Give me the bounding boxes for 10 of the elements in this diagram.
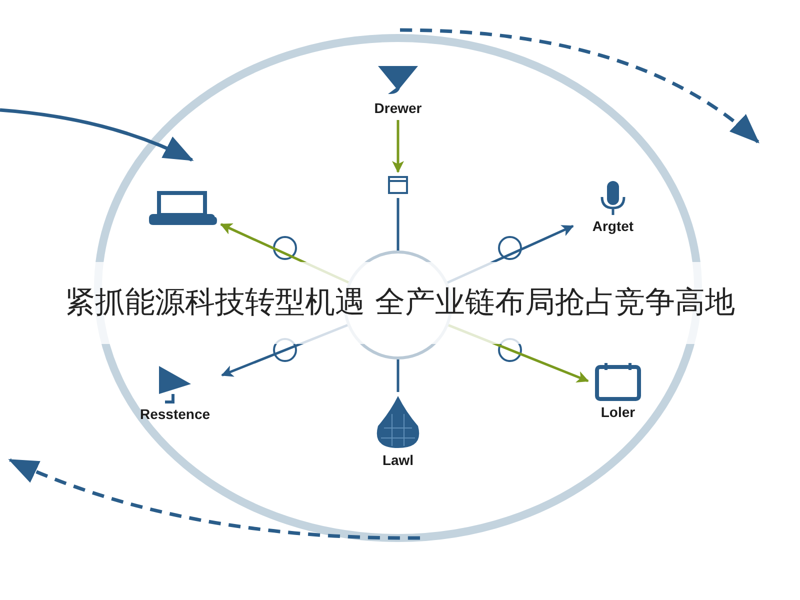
node-label: Loler xyxy=(600,404,636,420)
node-label: Lawl xyxy=(382,452,414,468)
laptop-icon xyxy=(147,188,219,226)
connector-line xyxy=(396,359,400,392)
connector-line xyxy=(396,198,400,251)
node-label: Resstence xyxy=(140,406,210,422)
clipboard-icon xyxy=(386,174,410,196)
node-label: Argtet xyxy=(592,218,634,234)
arrow xyxy=(392,120,404,173)
node-label: Drewer xyxy=(374,100,422,116)
